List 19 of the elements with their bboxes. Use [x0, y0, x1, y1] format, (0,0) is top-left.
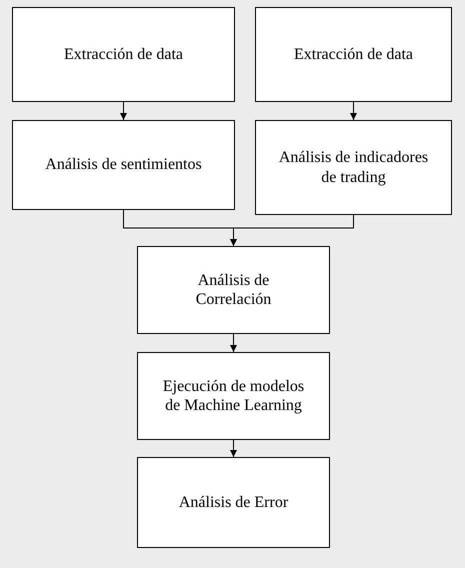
- process-box: [12, 7, 235, 102]
- box-text: Extracción de data: [294, 44, 414, 64]
- process-box: [137, 457, 330, 548]
- box-text: Análisis de sentimientos: [45, 155, 202, 175]
- box-text: Ejecución de modelos de Machine Learning: [162, 376, 306, 416]
- box-text: Análisis de Error: [178, 492, 288, 512]
- process-box: [137, 246, 330, 334]
- arrow: [230, 334, 237, 352]
- process-box: [255, 120, 452, 215]
- box-text: Análisis de Correlación: [194, 270, 272, 310]
- arrow: [230, 214, 354, 246]
- arrow: [230, 440, 237, 458]
- arrow: [120, 102, 127, 120]
- process-box: [12, 120, 235, 210]
- process-box: [255, 7, 452, 102]
- box-text: Extracción de data: [64, 44, 184, 64]
- box-text: Análisis de indicadores de trading: [278, 148, 429, 187]
- arrow: [350, 102, 357, 120]
- process-box: [137, 352, 330, 440]
